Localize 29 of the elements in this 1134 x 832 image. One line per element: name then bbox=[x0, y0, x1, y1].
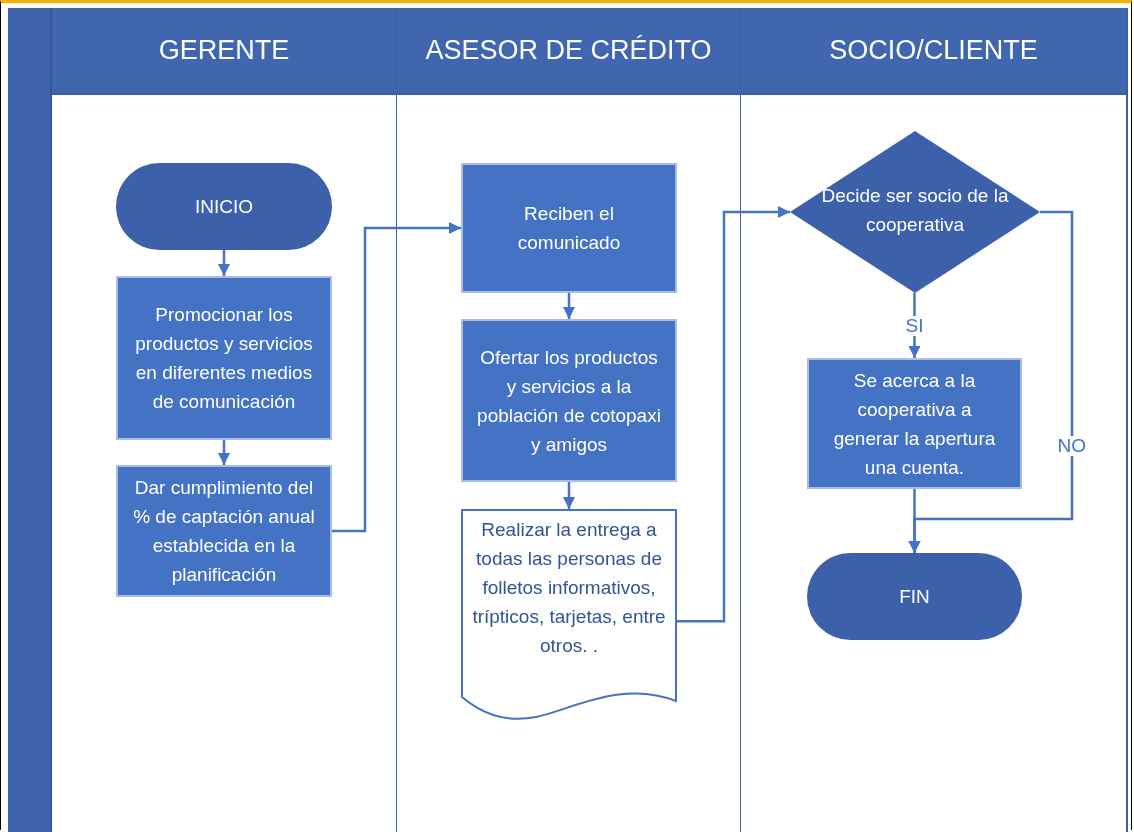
lane-header: SOCIO/CLIENTE bbox=[741, 8, 1126, 95]
connector-arrow bbox=[332, 221, 461, 533]
connector-arrow bbox=[217, 440, 231, 465]
swimlane bbox=[52, 8, 398, 832]
process-box bbox=[807, 358, 1022, 489]
connector-arrow bbox=[908, 489, 921, 553]
swimlane bbox=[741, 8, 1128, 832]
connector-arrow bbox=[677, 205, 790, 623]
process-box bbox=[116, 465, 332, 597]
node-text: Dar cumplimiento del % de captación anual establecida en la planificación bbox=[132, 476, 316, 587]
node-text: FIN bbox=[899, 585, 930, 609]
process-box bbox=[461, 319, 677, 482]
node-text: Ofertar los productos y servicios a la población de cotopaxi y amigos bbox=[477, 345, 661, 457]
swimlane bbox=[397, 8, 742, 832]
process-box bbox=[116, 276, 332, 440]
node-text: Reciben el comunicado bbox=[516, 202, 622, 255]
process-box bbox=[461, 163, 677, 293]
connector-arrow bbox=[562, 293, 576, 319]
lane-header: ASESOR DE CRÉDITO bbox=[397, 8, 740, 95]
node-text: Se acerca a la cooperativa a generar la apertura una cuenta. bbox=[832, 368, 997, 480]
node-text: Realizar la entrega a todas las personas de folletos informativos, trípticos, tarjetas, entre otros. . bbox=[471, 518, 667, 658]
connector-arrow bbox=[562, 482, 576, 509]
decision-diamond bbox=[790, 131, 1040, 293]
lane-header: GERENTE bbox=[52, 8, 396, 95]
document-shape bbox=[461, 509, 677, 721]
node-text: INICIO bbox=[194, 195, 254, 219]
node-text: Promocionar los productos y servicios en diferentes medios de comunicación bbox=[134, 303, 314, 414]
connector-arrow bbox=[217, 250, 231, 276]
node-text: Decide ser socio de la cooperativa bbox=[820, 184, 1010, 237]
